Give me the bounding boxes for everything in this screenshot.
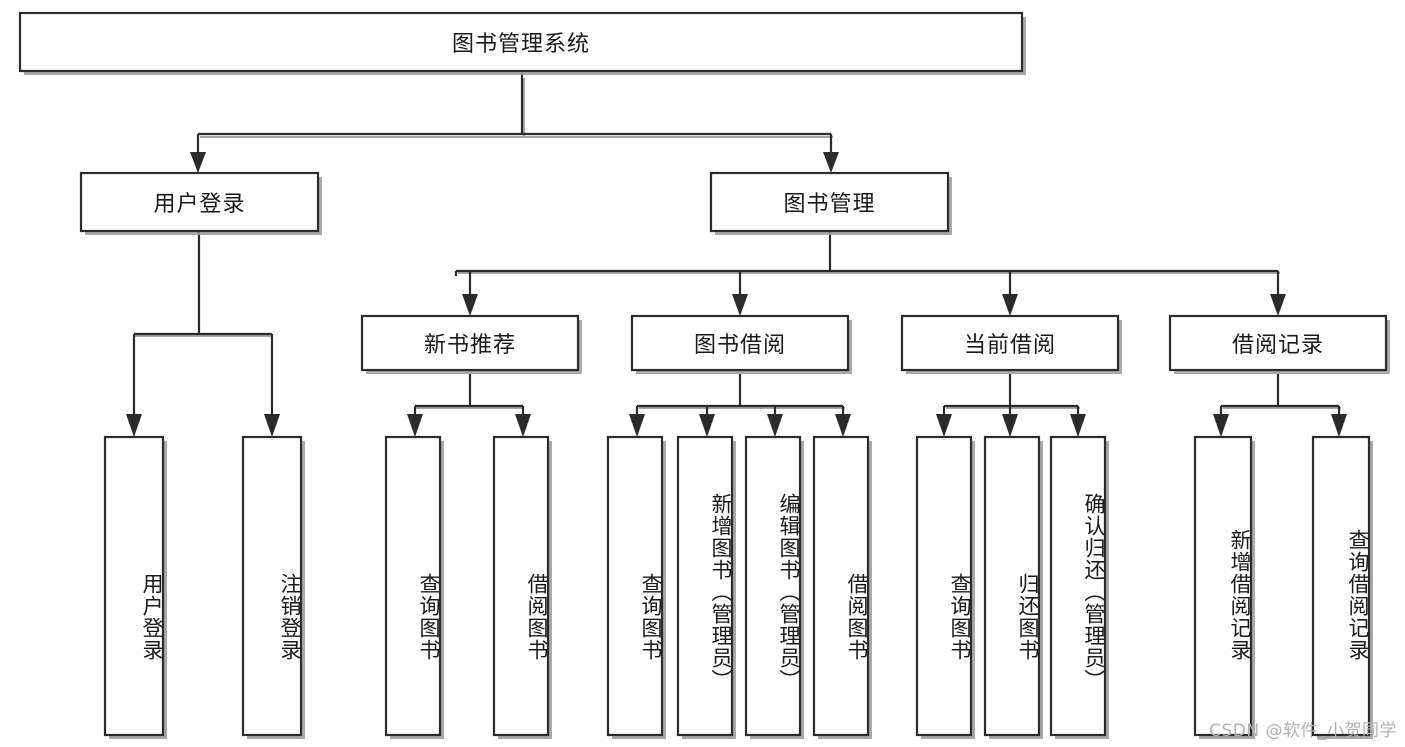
arrow-bm-to-book-borrow xyxy=(732,294,748,316)
arrow-bm-to-current-borrow xyxy=(1002,294,1018,316)
node-root[interactable] xyxy=(18,11,1024,73)
node-leaf-user-login[interactable] xyxy=(103,435,165,737)
arrow-cb-to-leaf2 xyxy=(1002,414,1018,437)
node-leaf-return-book[interactable] xyxy=(983,435,1041,737)
arrow-bb-to-leaf1 xyxy=(629,414,645,437)
node-leaf-query-record[interactable] xyxy=(1311,435,1371,737)
watermark-text: CSDN @软件_小贺同学 xyxy=(1209,721,1397,741)
node-leaf-query-book-2[interactable] xyxy=(606,435,664,737)
node-leaf-borrow-book-1[interactable] xyxy=(492,435,550,737)
arrow-root-to-user-login xyxy=(190,152,206,173)
connector-layer xyxy=(126,73,1347,437)
arrow-cb-to-leaf1 xyxy=(936,414,952,437)
arrow-br-to-leaf1 xyxy=(1213,414,1229,437)
node-leaf-query-book-1[interactable] xyxy=(384,435,442,737)
node-leaf-query-book-3[interactable] xyxy=(915,435,973,737)
arrow-cb-to-leaf3 xyxy=(1070,414,1086,437)
node-leaf-logout-login[interactable] xyxy=(241,435,303,737)
node-leaf-borrow-book-2[interactable] xyxy=(812,435,870,737)
arrow-bm-to-borrow-record xyxy=(1270,294,1286,316)
arrow-bm-to-new-book-rec xyxy=(462,294,478,316)
node-new-book-rec[interactable] xyxy=(360,314,580,372)
arrow-bb-to-leaf4 xyxy=(835,414,851,437)
arrow-root-to-book-manage xyxy=(823,152,839,173)
node-user-login[interactable] xyxy=(79,171,320,233)
node-leaf-edit-book[interactable] xyxy=(744,435,802,737)
node-layer xyxy=(18,11,1390,739)
node-leaf-add-record[interactable] xyxy=(1193,435,1253,737)
arrow-bb-to-leaf3 xyxy=(767,414,783,437)
arrow-user-login-to-leaf1 xyxy=(126,414,142,437)
arrow-user-login-to-leaf2 xyxy=(264,414,280,437)
arrow-nbr-to-leaf2 xyxy=(515,414,531,437)
node-current-borrow[interactable] xyxy=(900,314,1120,372)
node-borrow-record[interactable] xyxy=(1168,314,1388,372)
node-leaf-confirm-return[interactable] xyxy=(1049,435,1107,737)
node-leaf-add-book[interactable] xyxy=(676,435,734,737)
arrow-br-to-leaf2 xyxy=(1331,414,1347,437)
node-book-borrow[interactable] xyxy=(630,314,850,372)
arrow-nbr-to-leaf1 xyxy=(407,414,423,437)
node-book-manage[interactable] xyxy=(709,171,950,233)
arrow-bb-to-leaf2 xyxy=(699,414,715,437)
